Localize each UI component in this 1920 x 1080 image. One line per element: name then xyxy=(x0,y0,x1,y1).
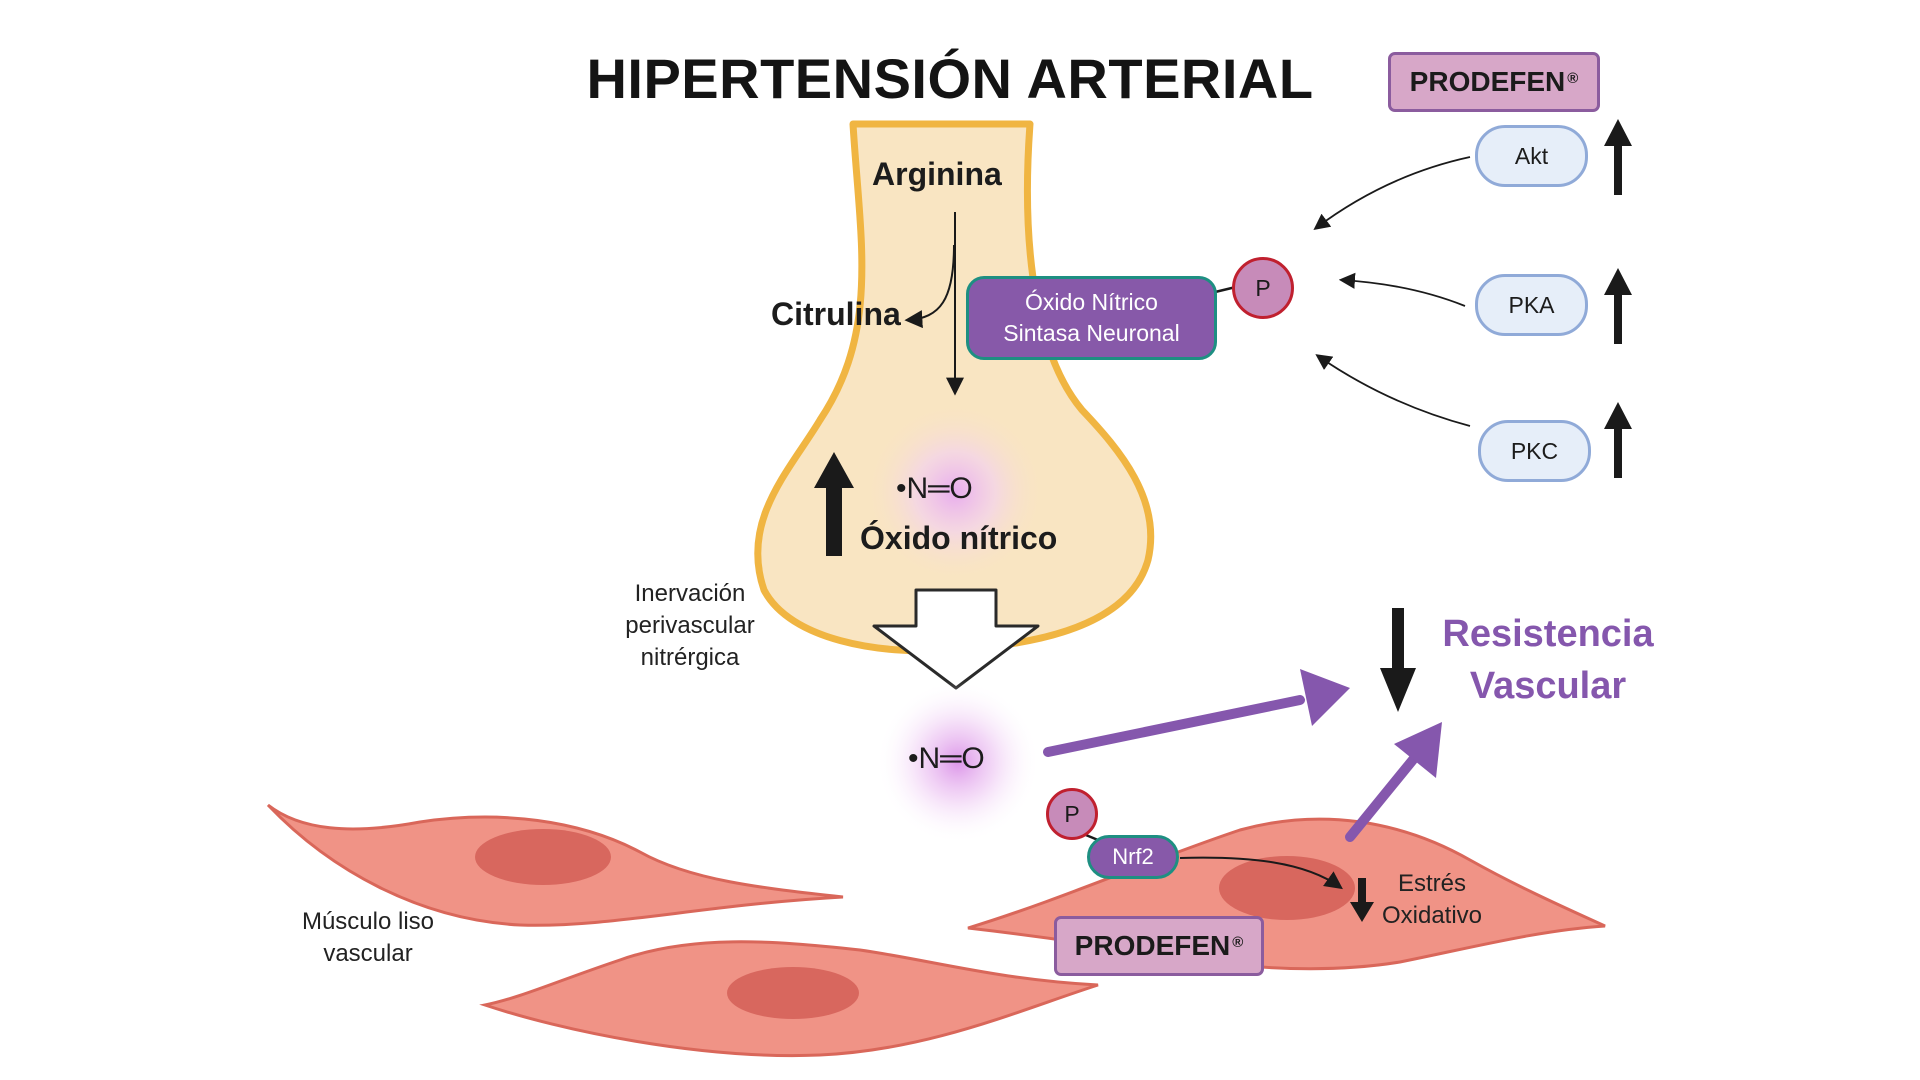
pka-up-arrow-icon xyxy=(1604,268,1632,344)
nrf2-label: Nrf2 xyxy=(1112,844,1154,869)
prodefen-top-label: PRODEFEN xyxy=(1409,66,1566,97)
kinase-akt: Akt xyxy=(1475,125,1588,187)
nrf2-stress-arrow xyxy=(1179,856,1343,890)
no-glow-free xyxy=(876,680,1040,844)
citrulline-label: Citrulina xyxy=(771,296,901,332)
oxidative-stress-label: Estrés Oxidativo xyxy=(1357,868,1507,932)
nnos-line1: Óxido Nítrico xyxy=(1025,289,1158,315)
kinase-pka: PKA xyxy=(1475,274,1588,336)
akt-up-arrow-icon xyxy=(1604,119,1632,195)
innervation-line1: Inervación xyxy=(634,580,746,607)
prodefen-bottom-label: PRODEFEN xyxy=(1074,930,1231,961)
nnos-line2: Sintasa Neuronal xyxy=(1003,320,1180,346)
nrf2-phosphate-label: P xyxy=(1064,800,1080,827)
smooth-muscle-cell-bottom xyxy=(479,940,1099,1058)
stress-resistance-purple-arrow xyxy=(1345,722,1442,842)
innervation-label: Inervación perivascular nitrérgica xyxy=(590,578,790,674)
page-title: HIPERTENSIÓN ARTERIAL xyxy=(586,47,1314,110)
prodefen-top-mark: ® xyxy=(1567,69,1579,87)
nnos-phosphate: P xyxy=(1232,257,1294,319)
kinase-akt-label: Akt xyxy=(1514,142,1549,169)
pka-arrow xyxy=(1338,272,1466,307)
muscle-line1: Músculo liso xyxy=(301,908,435,935)
nnos-enzyme: Óxido Nítrico Sintasa Neuronal xyxy=(966,276,1217,360)
no-label-neuron: Óxido nítrico xyxy=(860,520,1058,556)
resistance-down-arrow-icon xyxy=(1380,608,1416,712)
release-arrow-icon xyxy=(872,588,1040,690)
nrf2-protein: Nrf2 xyxy=(1087,835,1179,879)
nnos-phosphate-label: P xyxy=(1255,274,1271,301)
nrf2-phosphate: P xyxy=(1046,788,1098,840)
prodefen-badge-top: PRODEFEN® xyxy=(1388,52,1600,112)
prodefen-bottom-mark: ® xyxy=(1232,933,1244,951)
kinase-pka-label: PKA xyxy=(1508,291,1555,318)
akt-arrow xyxy=(1313,156,1471,230)
muscle-line2: vascular xyxy=(323,940,413,967)
citrulline-branch-arrow xyxy=(904,244,955,329)
innervation-line3: nitrérgica xyxy=(640,644,740,671)
pkc-up-arrow-icon xyxy=(1604,402,1632,478)
resistance-line2: Vascular xyxy=(1469,665,1627,707)
kinase-pkc: PKC xyxy=(1478,420,1591,482)
no-formula-neuron: •N═O xyxy=(896,472,973,505)
smooth-muscle-cell-left xyxy=(266,803,844,927)
no-resistance-purple-arrow xyxy=(1043,669,1350,757)
arginine-label: Arginina xyxy=(872,156,1002,192)
stress-line1: Estrés xyxy=(1397,870,1466,897)
no-increase-arrow-icon xyxy=(814,452,854,556)
smooth-muscle-label: Músculo liso vascular xyxy=(268,906,468,970)
prodefen-badge-bottom: PRODEFEN® xyxy=(1054,916,1264,976)
resistance-line1: Resistencia xyxy=(1442,613,1654,655)
stress-line2: Oxidativo xyxy=(1381,902,1483,929)
no-formula-free: •N═O xyxy=(908,742,985,775)
kinase-pkc-label: PKC xyxy=(1510,437,1559,464)
vascular-resistance-label: Resistencia Vascular xyxy=(1442,608,1653,712)
stress-down-arrow-icon xyxy=(1350,878,1374,922)
innervation-line2: perivascular xyxy=(625,612,755,639)
pkc-arrow xyxy=(1315,354,1471,427)
no-glow-neuron xyxy=(865,402,1045,582)
